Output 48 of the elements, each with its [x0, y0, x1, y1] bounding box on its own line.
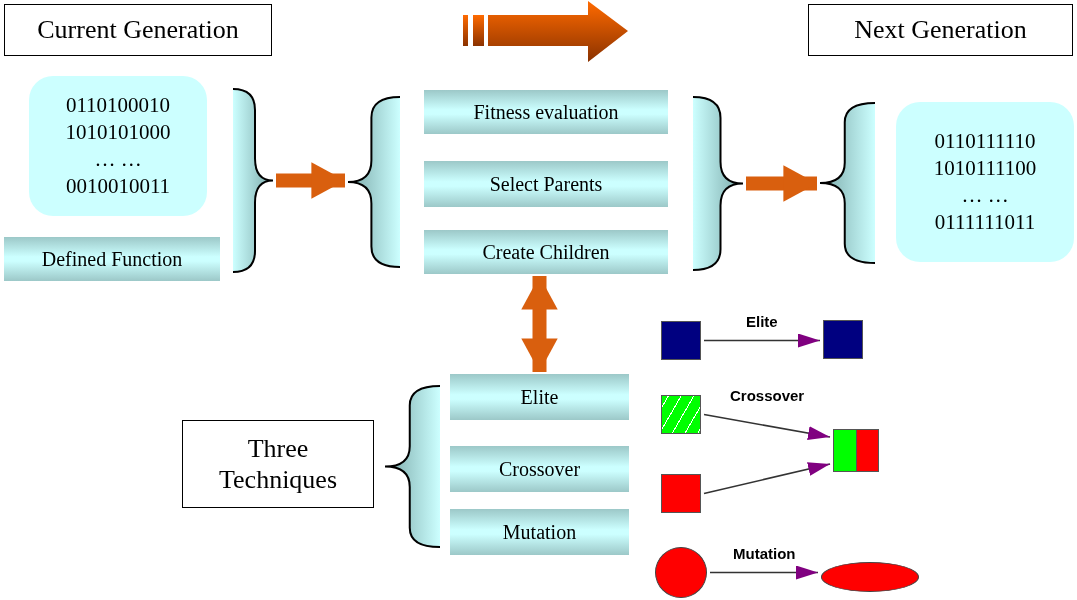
bit-string-card [896, 102, 1074, 262]
node-text: Elite [520, 385, 559, 409]
technique-bar [450, 509, 629, 555]
circle-shape [655, 547, 707, 598]
step-bar [424, 161, 668, 207]
node-text: Crossover [498, 457, 581, 481]
node-text: 0110100010 [65, 92, 171, 120]
node-text: … … [94, 146, 142, 173]
node-text: Fitness evaluation [473, 100, 619, 124]
arrow [703, 462, 831, 495]
node-text: Current Generation [37, 15, 239, 45]
label-box [182, 420, 374, 508]
step-bar [424, 230, 668, 274]
title-box [4, 4, 272, 56]
curly-brace [820, 102, 875, 264]
technique-bar [450, 374, 629, 420]
arrow [521, 276, 558, 372]
step-bar [4, 237, 220, 281]
title-box [808, 4, 1073, 56]
bit-string-card [29, 76, 207, 216]
node-text: 0111111011 [934, 208, 1036, 236]
square-shape [823, 320, 863, 359]
node-text: Select Parents [489, 172, 603, 196]
node-text: Next Generation [854, 15, 1027, 45]
arrow [746, 165, 817, 202]
arrow [709, 565, 819, 580]
node-text: Defined Function [41, 247, 183, 271]
square-shape [661, 321, 701, 360]
node-text: Create Children [482, 240, 610, 264]
node-text: Mutation [502, 520, 577, 544]
technique-bar [450, 446, 629, 492]
curly-brace [385, 385, 440, 548]
curly-brace [233, 88, 273, 273]
node-text: 0110111110 [934, 128, 1036, 156]
patterned-square-shape [661, 395, 701, 434]
node-text: 1010111100 [933, 155, 1037, 182]
square-shape [661, 474, 701, 513]
node-text: … … [961, 182, 1009, 209]
combined-block-shape [833, 429, 879, 472]
curly-brace [693, 96, 743, 271]
node-text: 0010010011 [65, 172, 171, 200]
step-bar [424, 90, 668, 134]
curly-brace [348, 96, 400, 268]
node-text: Three Techniques [218, 432, 338, 496]
node-text: 1010101000 [65, 119, 171, 146]
arrow [703, 413, 831, 440]
arrow [276, 162, 345, 199]
arrow [703, 333, 821, 348]
